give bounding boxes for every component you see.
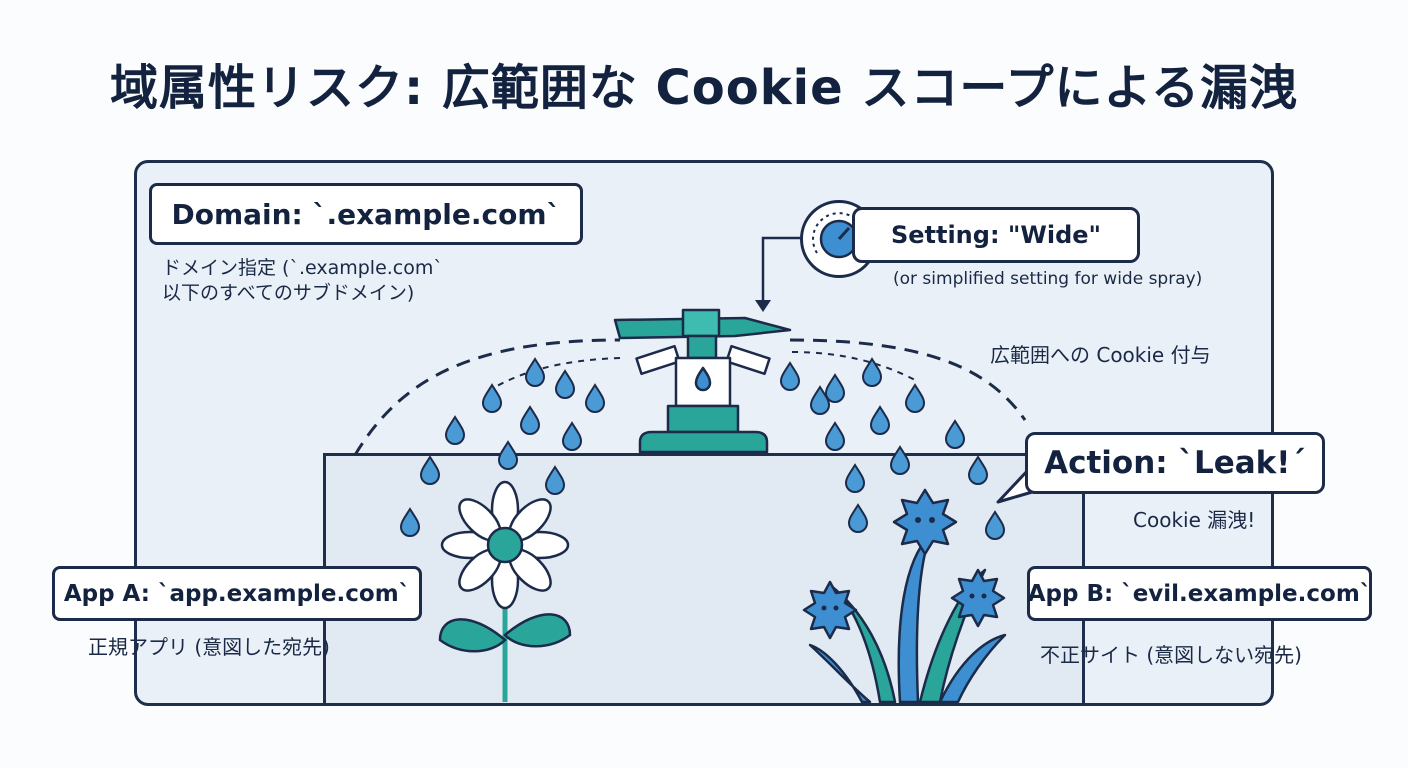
page-title: 域属性リスク: 広範囲な Cookie スコープによる漏洩 [109,60,1299,116]
action-label: Action: `Leak!´ [1025,432,1325,494]
app-b-caption: 不正サイト (意図しない宛先) [1040,643,1302,667]
setting-caption: (or simplified setting for wide spray) [893,269,1203,289]
spray-stream-right [791,351,916,381]
action-caption: Cookie 漏洩! [1133,508,1256,532]
spray-caption: 広範囲への Cookie 付与 [990,343,1211,367]
domain-caption-line1: ドメイン指定 (`.example.com` [162,257,443,279]
garden-bottom-border [323,703,1085,706]
flower-app-a-icon [438,480,572,702]
setting-label: Setting: "Wide" [852,207,1140,263]
sprinkler-icon [613,308,792,454]
domain-caption-line2: 以下のすべてのサブドメイン) [162,282,415,305]
setting-arrowhead [755,300,771,312]
weeds-app-b-icon [802,488,1007,704]
app-b-label: App B: `evil.example.com` [1027,566,1372,621]
spray-arc-left [353,338,621,456]
setting-dial-icon [800,200,878,278]
domain-label: Domain: `.example.com` [149,183,583,245]
setting-arrow [761,236,800,305]
domain-caption: ドメイン指定 (`.example.com` 以下のすべてのサブドメイン) [162,256,443,306]
spray-stream-left [489,357,621,391]
spray-arc-right [789,338,1027,421]
app-a-caption: 正規アプリ (意図した宛先) [88,635,330,659]
app-a-label: App A: `app.example.com` [52,566,422,621]
